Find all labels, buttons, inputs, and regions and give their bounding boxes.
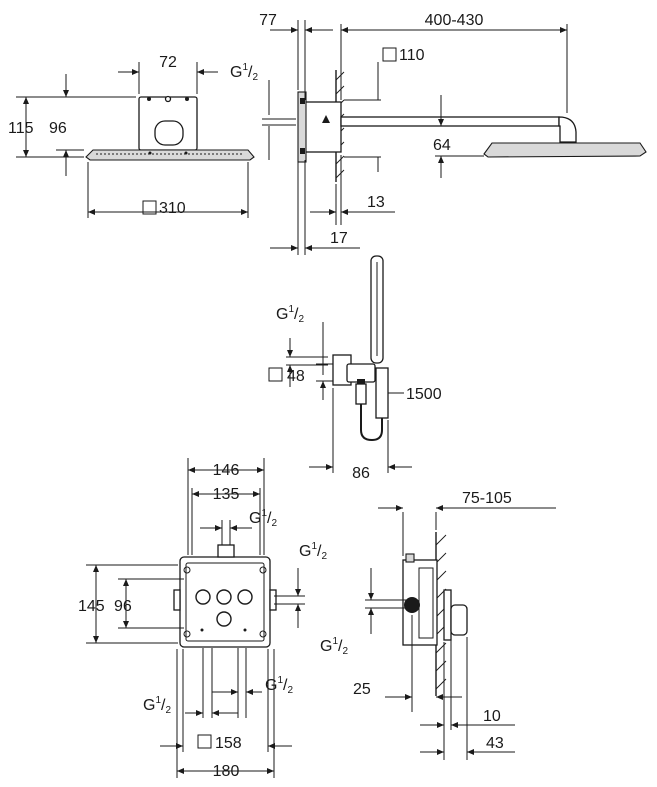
dim-cover: 158 (215, 735, 242, 752)
dim-top-width: 72 (159, 54, 177, 71)
dim-trim-b: 43 (486, 735, 504, 752)
dim-thread-right: G1/2 (299, 541, 327, 562)
hand-shower-view: G1/2 48 1500 86 (268, 255, 442, 482)
dim-total-height: 115 (8, 120, 34, 137)
dim-inner-width: 135 (213, 486, 240, 503)
dim-thread-top: G1/2 (249, 508, 277, 529)
dim-projection: 86 (352, 465, 370, 482)
valve-box (179, 556, 271, 648)
dim-head-drop: 64 (433, 137, 451, 154)
dim-head-width: 310 (159, 200, 186, 217)
shower-arm (340, 116, 560, 127)
dim-plate-width: 180 (213, 763, 240, 780)
dim-mount-height: 96 (49, 120, 67, 137)
dim-flange: 110 (399, 47, 425, 64)
dim-offset: 25 (353, 681, 371, 698)
rain-shower-side-view: 77 400-430 G1/2 110 64 13 (230, 12, 647, 255)
control-knob-right (237, 589, 253, 605)
hose (360, 388, 383, 442)
valve-cartridge (404, 597, 420, 613)
dim-thread-valve-side: G1/2 (320, 636, 348, 657)
dim-thread-hand: G1/2 (276, 304, 304, 325)
dim-height-outer: 145 (78, 598, 105, 615)
dim-depth-a: 13 (367, 194, 385, 211)
dim-outer-width: 146 (213, 462, 240, 479)
valve-side-view: 75-105 G1/2 25 10 43 (320, 490, 556, 760)
rain-shower-head (85, 149, 255, 161)
dim-thread-bottom-right: G1/2 (265, 675, 293, 696)
dim-trim-a: 10 (483, 708, 501, 725)
valve-front-view: 146 135 G1/2 G1/2 145 96 (78, 458, 327, 780)
valve-trim-plate (443, 589, 452, 641)
mount-key-slot (154, 120, 184, 146)
side-shower-head (483, 142, 647, 158)
concealed-body (304, 101, 342, 153)
dim-wall-offset: 77 (259, 12, 277, 29)
dim-hose-length: 1500 (406, 386, 442, 403)
dim-outlet: 48 (287, 368, 305, 385)
control-knob-middle (216, 589, 232, 605)
control-knob-left (195, 589, 211, 605)
rain-shower-front-view: 72 115 96 310 (8, 54, 255, 218)
dim-height-inner: 96 (114, 598, 132, 615)
dim-thread-bottom-left: G1/2 (143, 695, 171, 716)
dim-depth-b: 17 (330, 230, 348, 247)
dim-arm-length: 400-430 (425, 12, 484, 29)
dim-thread-side: G1/2 (230, 62, 258, 83)
valve-handle (450, 604, 468, 636)
control-knob-bottom (216, 611, 232, 627)
dim-install-depth: 75-105 (462, 490, 512, 507)
